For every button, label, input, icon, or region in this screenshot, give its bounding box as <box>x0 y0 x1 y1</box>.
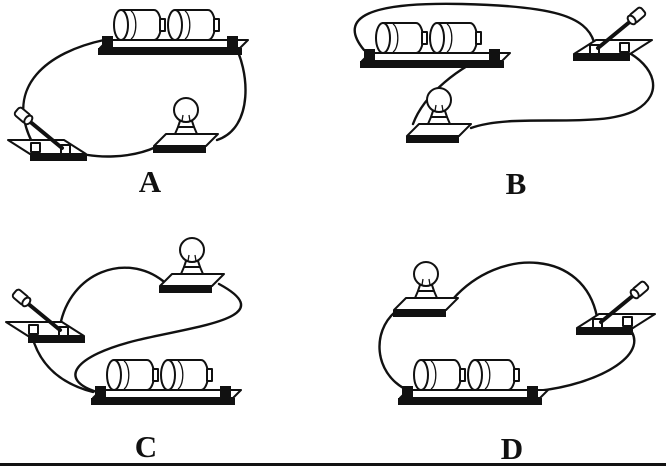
wire-switch-to-bulb <box>58 266 165 328</box>
circuit-B: B <box>353 2 655 201</box>
light-bulb-D <box>392 261 459 318</box>
label-circuit-C: C <box>135 429 157 464</box>
wire-bulb-to-battery <box>215 40 247 142</box>
bottom-border-line <box>0 463 666 466</box>
battery-pack-A <box>97 9 249 56</box>
wire-switch-to-battery <box>30 334 95 394</box>
wire-battery-to-bulb <box>378 310 407 391</box>
label-circuit-D: D <box>501 431 523 466</box>
battery-pack-C <box>90 359 242 406</box>
wire-switch-to-battery <box>535 324 636 393</box>
label-circuit-B: B <box>506 166 527 201</box>
knife-switch-A <box>6 104 89 163</box>
knife-switch-B <box>571 4 654 64</box>
wire-bulb-to-battery <box>74 282 243 394</box>
circuit-A: A <box>6 9 249 199</box>
wire-switch-to-bulb <box>469 48 655 130</box>
label-circuit-A: A <box>139 164 162 199</box>
circuit-D: D <box>378 261 657 466</box>
wire-battery-to-switch <box>353 2 596 52</box>
wire-bulb-to-switch <box>451 261 599 319</box>
battery-pack-B <box>359 22 511 69</box>
light-bulb-C <box>158 237 225 294</box>
light-bulb-A <box>152 97 219 154</box>
battery-pack-D <box>397 359 549 406</box>
knife-switch-D <box>574 278 657 337</box>
circuit-C: C <box>4 237 243 464</box>
